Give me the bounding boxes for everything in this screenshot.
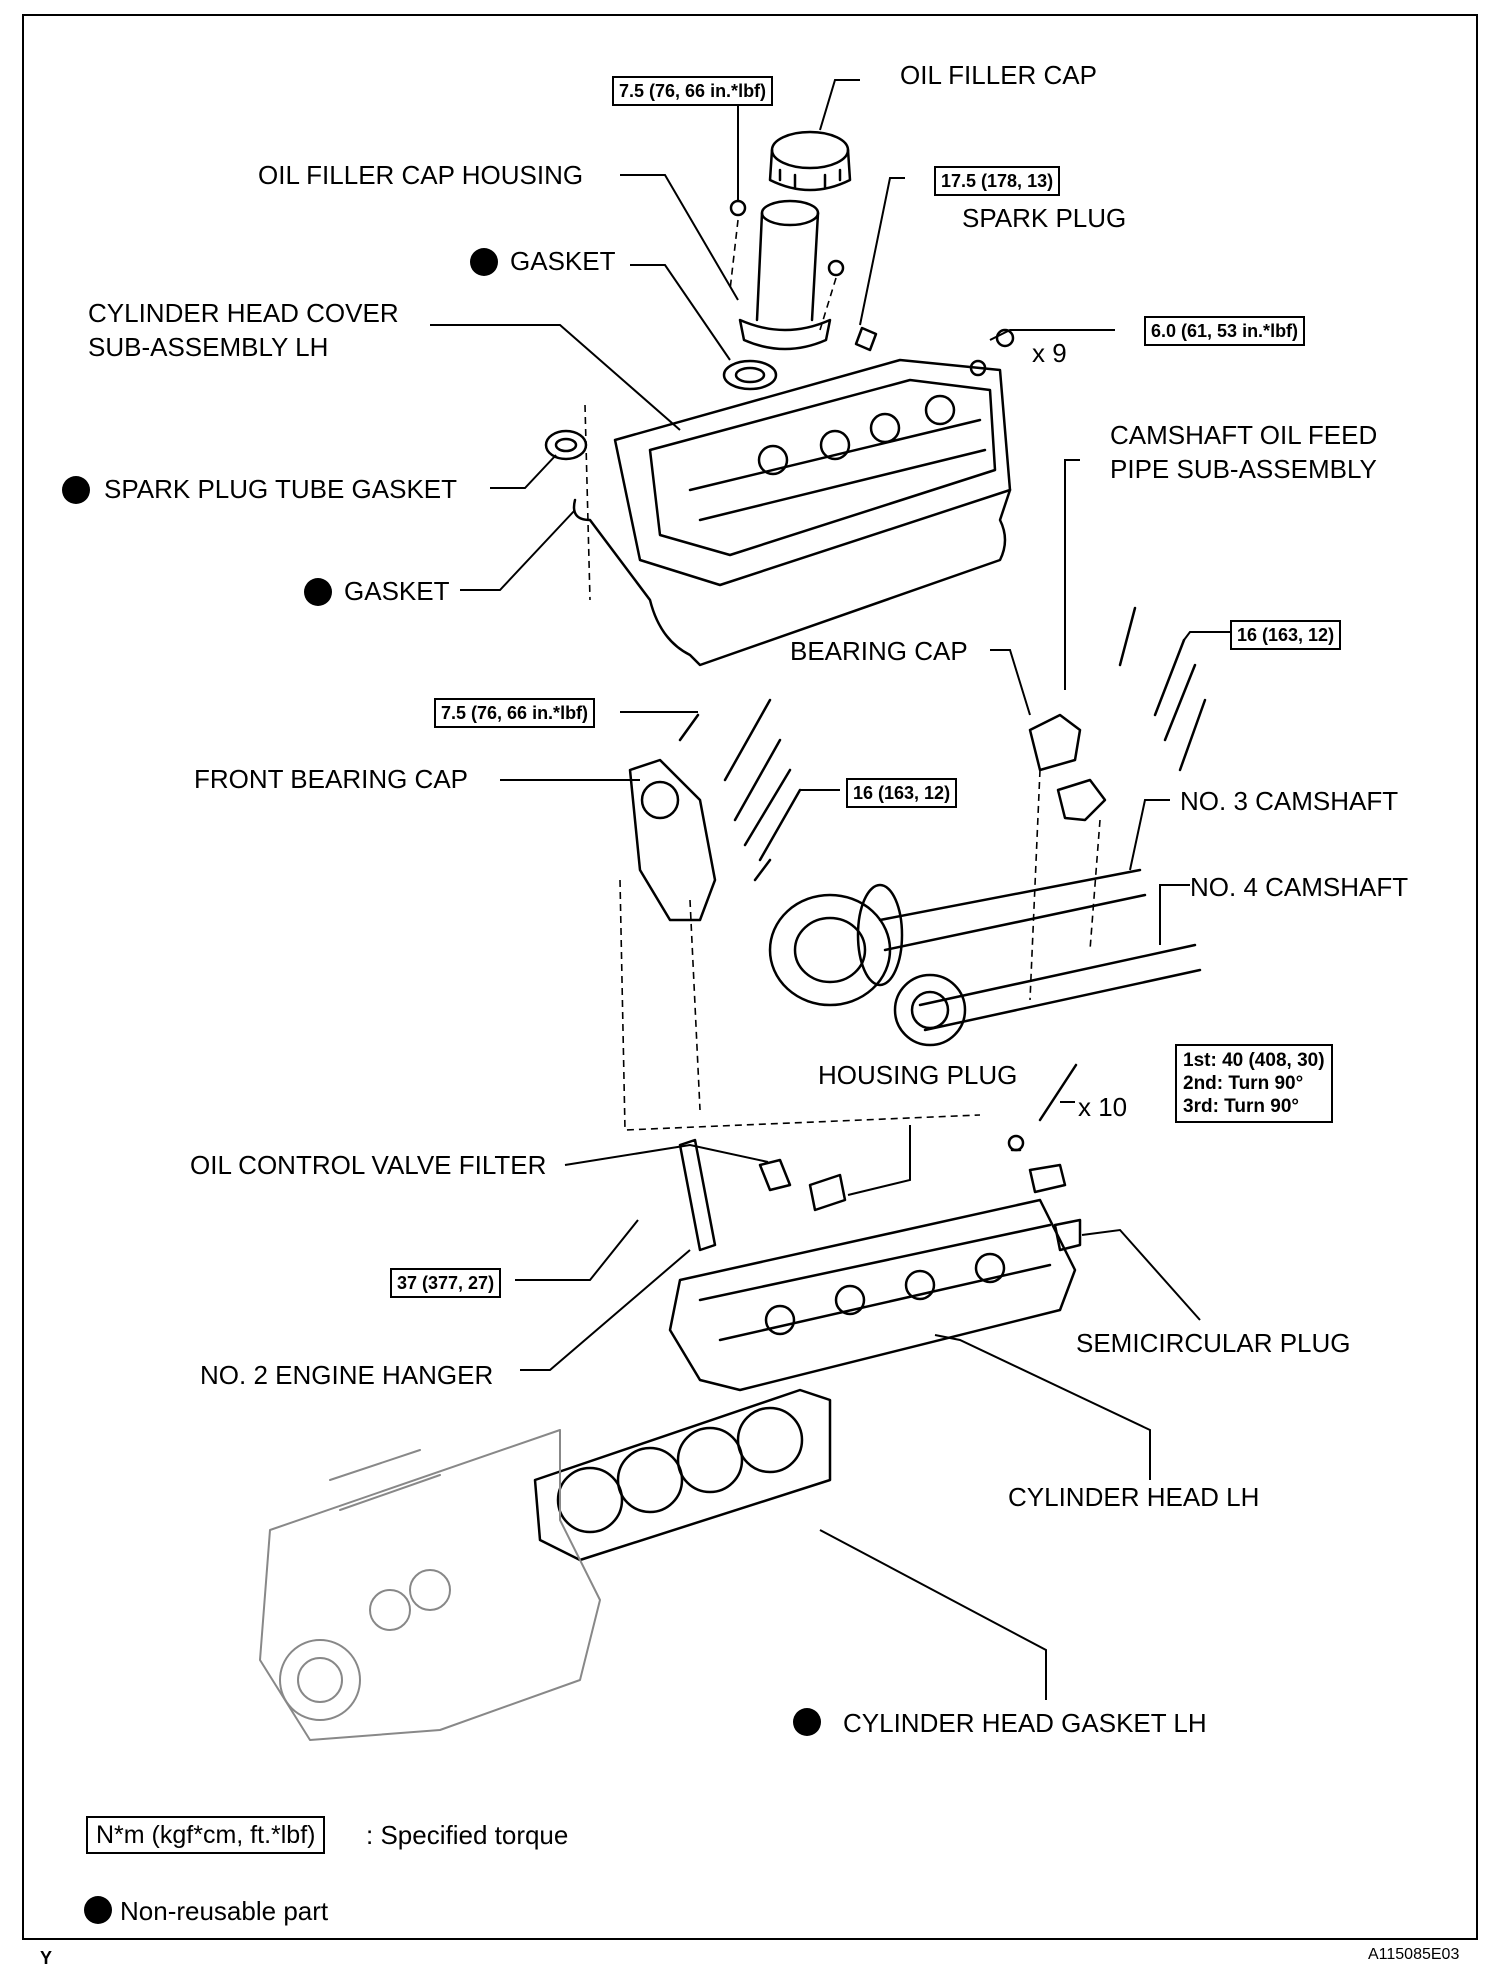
bearing-cap-part xyxy=(1028,713,1082,772)
label-cylinder-head-gasket-lh: CYLINDER HEAD GASKET LH xyxy=(843,1708,1207,1738)
camshaft-no4-part xyxy=(893,943,1202,1047)
label-no4-camshaft: NO. 4 CAMSHAFT xyxy=(1190,872,1409,902)
cylinder-head-cover-part xyxy=(613,358,1012,587)
label-no2-engine-hanger: NO. 2 ENGINE HANGER xyxy=(200,1360,494,1390)
engine-block-part xyxy=(259,1429,601,1741)
oil-filler-cap-part xyxy=(768,130,852,192)
legend-torque-text: : Specified torque xyxy=(366,1820,569,1850)
label-cylinder-head-cover-1: CYLINDER HEAD COVER xyxy=(88,298,399,328)
diagram-frame xyxy=(22,14,1478,1940)
torque-spark-plug: 17.5 (178, 13) xyxy=(934,166,1061,196)
head-gasket-part xyxy=(533,1388,832,1562)
torque-front-bearing-cap: 16 (163, 12) xyxy=(846,778,958,808)
label-gasket-upper: GASKET xyxy=(510,246,616,276)
oil-filler-housing-part xyxy=(738,199,832,351)
camshaft-no3-part xyxy=(768,868,1147,1007)
torque-front-bearing-cap-small: 7.5 (76, 66 in.*lbf) xyxy=(434,698,596,728)
legend-torque-box: N*m (kgf*cm, ft.*lbf) xyxy=(86,1816,326,1854)
torque-head-bolts: 1st: 40 (408, 30) 2nd: Turn 90° 3rd: Tur… xyxy=(1175,1044,1333,1123)
label-spark-plug-tube-gasket: SPARK PLUG TUBE GASKET xyxy=(104,474,458,504)
label-semicircular-plug: SEMICIRCULAR PLUG xyxy=(1076,1328,1351,1358)
nonreusable-dot xyxy=(470,248,498,276)
legend-nonreusable-text: Non-reusable part xyxy=(120,1896,329,1926)
front-bearing-cap-part xyxy=(628,758,717,922)
filler-gasket-part xyxy=(722,359,778,391)
torque-engine-hanger: 37 (377, 27) xyxy=(390,1268,502,1298)
label-cylinder-head-cover-2: SUB-ASSEMBLY LH xyxy=(88,332,329,362)
spark-plug-tube-gasket-part xyxy=(544,429,588,461)
label-no3-camshaft: NO. 3 CAMSHAFT xyxy=(1180,786,1399,816)
label-cylinder-head-lh: CYLINDER HEAD LH xyxy=(1008,1482,1260,1512)
torque-head-bolt-step3: 3rd: Turn 90° xyxy=(1183,1096,1299,1117)
nonreusable-dot xyxy=(793,1708,821,1736)
qty-head-bolts: x 10 xyxy=(1078,1092,1128,1122)
torque-head-bolt-step1: 1st: 40 (408, 30) xyxy=(1183,1050,1325,1071)
label-gasket-lower: GASKET xyxy=(344,576,450,606)
spark-plug-part xyxy=(854,326,878,352)
torque-head-bolt-step2: 2nd: Turn 90° xyxy=(1183,1073,1304,1094)
label-camshaft-oil-feed-2: PIPE SUB-ASSEMBLY xyxy=(1110,454,1377,484)
torque-head-cover: 6.0 (61, 53 in.*lbf) xyxy=(1144,316,1306,346)
label-oil-control-valve-filter: OIL CONTROL VALVE FILTER xyxy=(190,1150,547,1180)
label-camshaft-oil-feed-1: CAMSHAFT OIL FEED xyxy=(1110,420,1378,450)
label-bearing-cap: BEARING CAP xyxy=(790,636,968,666)
legend-nonreusable-dot xyxy=(84,1896,112,1924)
label-oil-filler-cap-housing: OIL FILLER CAP HOUSING xyxy=(258,160,584,190)
label-housing-plug: HOUSING PLUG xyxy=(818,1060,1018,1090)
cover-gasket-part xyxy=(572,488,1012,667)
torque-oil-filler-housing: 7.5 (76, 66 in.*lbf) xyxy=(612,76,774,106)
engine-hanger-part xyxy=(678,1138,717,1252)
label-spark-plug: SPARK PLUG xyxy=(962,203,1127,233)
label-front-bearing-cap: FRONT BEARING CAP xyxy=(194,764,469,794)
label-oil-filler-cap: OIL FILLER CAP xyxy=(900,60,1097,90)
qty-head-cover-bolts: x 9 xyxy=(1032,338,1067,368)
corner-figure-id: A115085E03 xyxy=(1368,1946,1460,1963)
corner-left-mark: Y xyxy=(40,1948,53,1968)
torque-bearing-cap: 16 (163, 12) xyxy=(1230,620,1342,650)
nonreusable-dot xyxy=(62,476,90,504)
nonreusable-dot xyxy=(304,578,332,606)
cylinder-head-part xyxy=(668,1198,1077,1392)
